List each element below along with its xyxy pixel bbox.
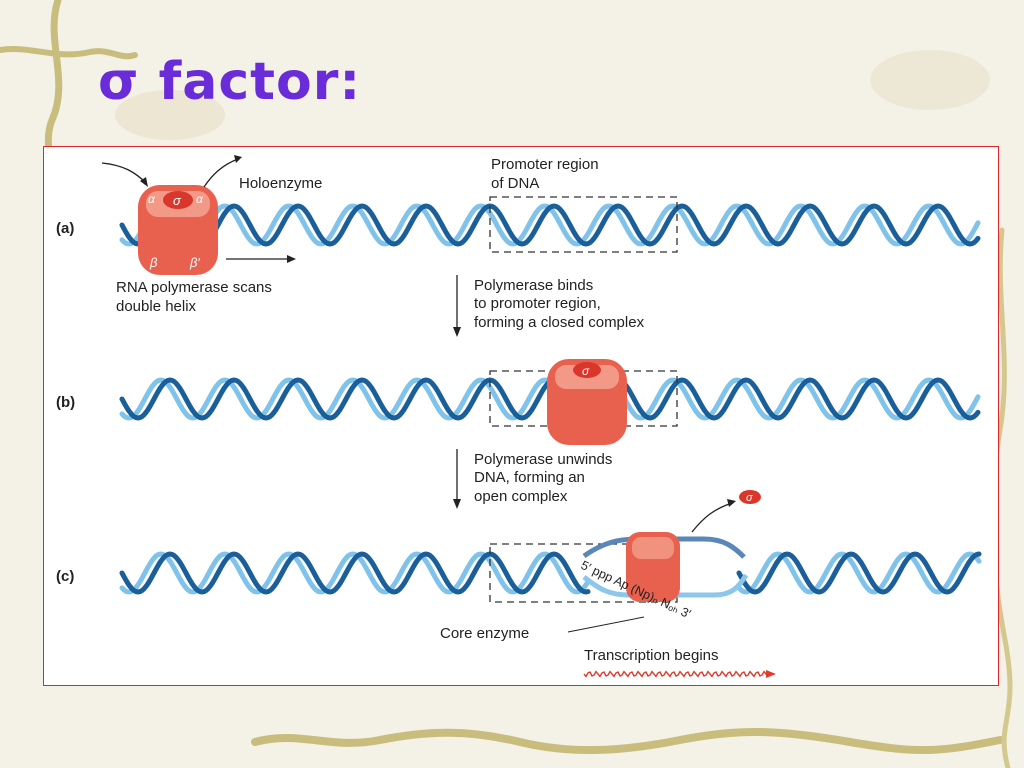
scan-arrow-head <box>287 255 296 263</box>
sigma-label-a: σ <box>173 193 182 208</box>
rna-transcript-wave <box>583 670 769 678</box>
arrow-out-head <box>234 155 242 163</box>
promoter-box-b <box>489 370 678 427</box>
dna-strand-dark-a-0 <box>119 203 981 247</box>
vine-bottom <box>251 727 1004 755</box>
alpha-label-right: α <box>196 192 204 206</box>
step1-line-3: forming a closed complex <box>474 314 645 331</box>
arrow-in-head <box>140 177 148 187</box>
core-enzyme-label: Core enzyme <box>440 625 529 642</box>
holoenzyme-polymerase: σ α α β β′ <box>138 185 218 275</box>
vine-left-branch <box>0 46 138 60</box>
sigma-release-arrow-head <box>727 499 736 507</box>
stage-a-label-2: double helix <box>116 298 197 315</box>
arrow-out-icon <box>203 158 239 188</box>
stage-tag-b: (b) <box>56 394 75 411</box>
rna-arrow-head <box>766 670 776 678</box>
released-sigma <box>739 490 761 504</box>
dna-strand-dark-c-0 <box>119 551 591 595</box>
step-arrow-1-head <box>453 327 461 337</box>
promoter-label-2: of DNA <box>491 175 539 192</box>
stage-tag-c: (c) <box>56 568 74 585</box>
stage-a-label-1: RNA polymerase scans <box>116 279 272 296</box>
beta-prime-label: β′ <box>189 255 200 270</box>
sigma-label-b: σ <box>582 364 590 378</box>
step2-line-2: DNA, forming an <box>474 469 585 486</box>
sigma-subunit-a <box>163 191 193 209</box>
dna-strand-dark-c-1 <box>736 551 982 595</box>
step1-line-2: to promoter region, <box>474 295 601 312</box>
holoenzyme-label: Holoenzyme <box>239 175 322 192</box>
dna-strand-light-c-1 <box>736 551 982 595</box>
core-enzyme-pointer <box>567 616 645 633</box>
step-arrow-2-head <box>453 499 461 509</box>
transcription-label: Transcription begins <box>584 647 719 664</box>
released-sigma-label: σ <box>746 492 753 504</box>
step2-line-1: Polymerase unwinds <box>474 451 612 468</box>
promoter-box-a <box>489 196 678 253</box>
leaf-shape <box>870 50 990 110</box>
dna-strand-light-c-0 <box>119 551 591 595</box>
slide-title: σ factor: <box>98 52 362 112</box>
step1-line-1: Polymerase binds <box>474 277 593 294</box>
alpha-label-left: α <box>148 192 156 206</box>
core-enzyme-polymerase <box>626 532 680 602</box>
sigma-release-arrow-icon <box>691 502 733 533</box>
beta-label: β <box>149 255 158 270</box>
transcription-diagram: (a) (b) (c) σ α α β β′ Holoenzyme RN <box>56 155 982 678</box>
closed-complex-polymerase: σ <box>547 359 627 445</box>
stage-tag-a: (a) <box>56 220 74 237</box>
arrow-in-icon <box>101 162 147 184</box>
transcription-figure: (a) (b) (c) σ α α β β′ Holoenzyme RN <box>43 146 999 686</box>
leaf-shape <box>115 90 225 140</box>
promoter-label-1: Promoter region <box>491 156 599 173</box>
step2-line-3: open complex <box>474 488 568 505</box>
sigma-subunit-b <box>573 362 601 378</box>
